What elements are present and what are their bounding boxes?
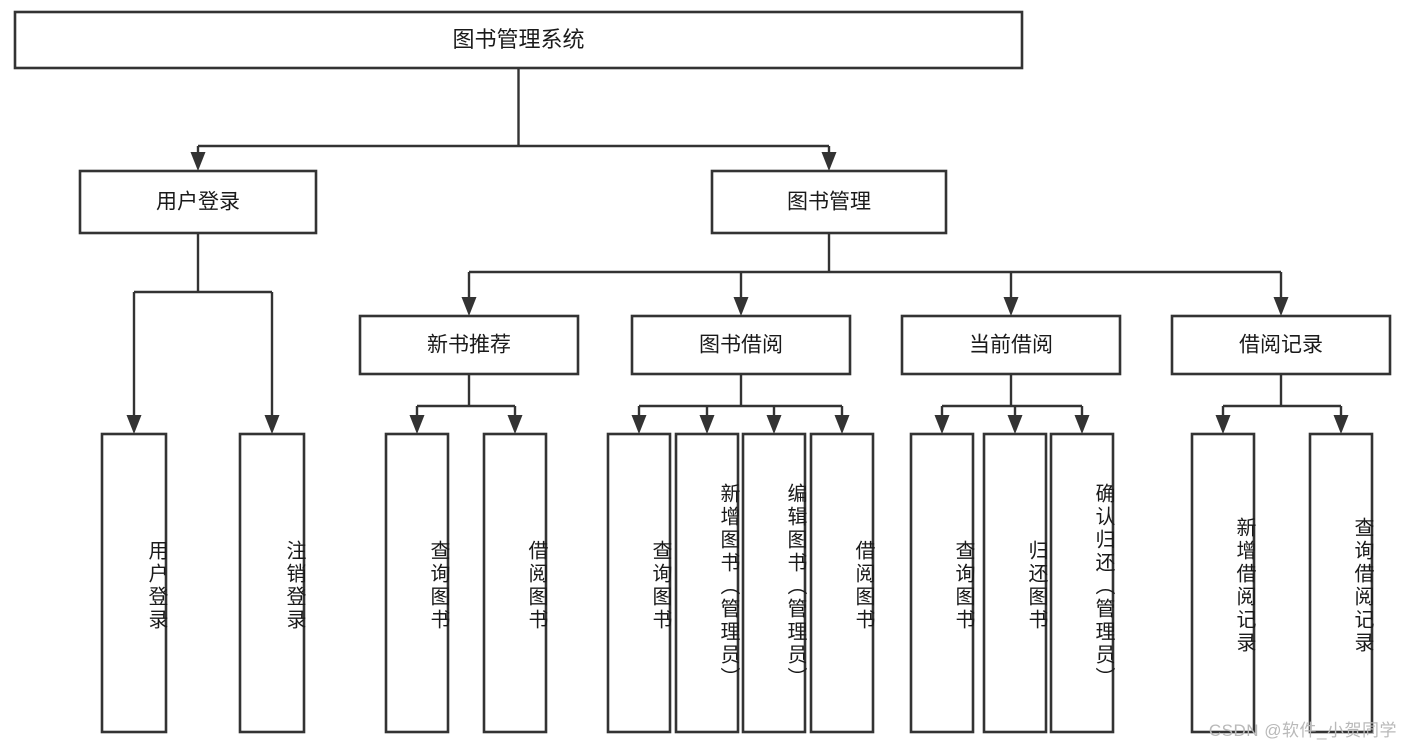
- node-label-user-login: 用户登录: [156, 191, 240, 214]
- node-box-current-confirm-return-admin[interactable]: [1049, 432, 1115, 734]
- node-box-borrow-edit-book-admin[interactable]: [741, 432, 807, 734]
- connector-arrowhead: [1003, 297, 1019, 316]
- connectors-layer: [126, 68, 1349, 434]
- node-label-book-management: 图书管理: [787, 191, 871, 214]
- boxes-layer: [13, 10, 1392, 734]
- connector-arrowhead: [264, 415, 280, 434]
- connector-arrowhead: [409, 415, 425, 434]
- node-box-current-return-book[interactable]: [982, 432, 1048, 734]
- connector-arrowhead: [1007, 415, 1023, 434]
- connector-arrowhead: [1273, 297, 1289, 316]
- node-box-book-management[interactable]: [710, 169, 948, 235]
- connector-arrowhead: [190, 152, 206, 171]
- node-box-user-login-signout[interactable]: [238, 432, 306, 734]
- connector-arrowhead: [766, 415, 782, 434]
- node-box-user-login-signin[interactable]: [100, 432, 168, 734]
- node-box-records-query-record[interactable]: [1308, 432, 1374, 734]
- node-box-borrow-query-book[interactable]: [606, 432, 672, 734]
- connector-arrowhead: [699, 415, 715, 434]
- node-box-current-query-book[interactable]: [909, 432, 975, 734]
- node-box-records-add-record[interactable]: [1190, 432, 1256, 734]
- node-box-borrow-borrow-book[interactable]: [809, 432, 875, 734]
- connector-arrowhead: [461, 297, 477, 316]
- node-box-root[interactable]: [13, 10, 1024, 70]
- node-box-recommend-borrow-book[interactable]: [482, 432, 548, 734]
- connector-arrowhead: [1074, 415, 1090, 434]
- node-box-borrow-add-book-admin[interactable]: [674, 432, 740, 734]
- node-label-new-book-recommend: 新书推荐: [427, 334, 511, 357]
- connector-arrowhead: [507, 415, 523, 434]
- connector-arrowhead: [1333, 415, 1349, 434]
- connector-arrowhead: [631, 415, 647, 434]
- connector-arrowhead: [733, 297, 749, 316]
- node-box-recommend-query-book[interactable]: [384, 432, 450, 734]
- connector-arrowhead: [1215, 415, 1231, 434]
- node-label-root: 图书管理系统: [452, 27, 584, 52]
- node-box-user-login[interactable]: [78, 169, 318, 235]
- connector-arrowhead: [834, 415, 850, 434]
- node-box-current-borrow[interactable]: [900, 314, 1122, 376]
- connector-arrowhead: [821, 152, 837, 171]
- node-label-current-borrow: 当前借阅: [969, 334, 1053, 357]
- node-box-book-borrow[interactable]: [630, 314, 852, 376]
- node-label-borrow-records: 借阅记录: [1239, 334, 1323, 357]
- connector-arrowhead: [126, 415, 142, 434]
- connector-arrowhead: [934, 415, 950, 434]
- watermark: CSDN @软件_小贺同学: [1208, 721, 1397, 740]
- node-box-new-book-recommend[interactable]: [358, 314, 580, 376]
- node-label-book-borrow: 图书借阅: [699, 334, 783, 357]
- node-box-borrow-records[interactable]: [1170, 314, 1392, 376]
